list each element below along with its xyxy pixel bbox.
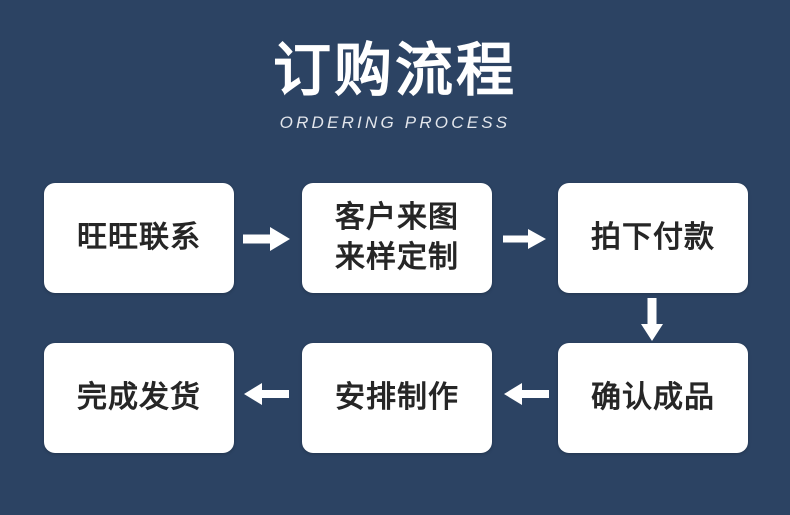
page-subtitle: ORDERING PROCESS [279, 113, 511, 132]
flow-step-label: 完成发货 [77, 381, 201, 414]
flow-step-6[interactable]: 完成发货 [44, 343, 234, 453]
flow-step-label: 安排制作 [335, 381, 459, 414]
arrow-right-icon [503, 227, 547, 251]
arrow-right-icon [243, 224, 291, 254]
arrow-down-icon [639, 298, 665, 342]
page-title: 订购流程 [272, 38, 517, 103]
flow-step-3[interactable]: 拍下付款 [558, 183, 748, 293]
flow-step-label: 客户来图 来样定制 [335, 201, 459, 274]
flow-step-label: 拍下付款 [591, 221, 715, 254]
flow-step-1[interactable]: 旺旺联系 [44, 183, 234, 293]
arrow-left-icon [243, 381, 289, 407]
flow-step-5[interactable]: 安排制作 [302, 343, 492, 453]
flow-step-label: 确认成品 [591, 381, 715, 414]
arrow-left-icon [503, 381, 549, 407]
flow-step-2[interactable]: 客户来图 来样定制 [302, 183, 492, 293]
header: 订购流程 ORDERING PROCESS [0, 36, 790, 134]
flow-step-label: 旺旺联系 [77, 221, 201, 254]
flow-step-4[interactable]: 确认成品 [558, 343, 748, 453]
